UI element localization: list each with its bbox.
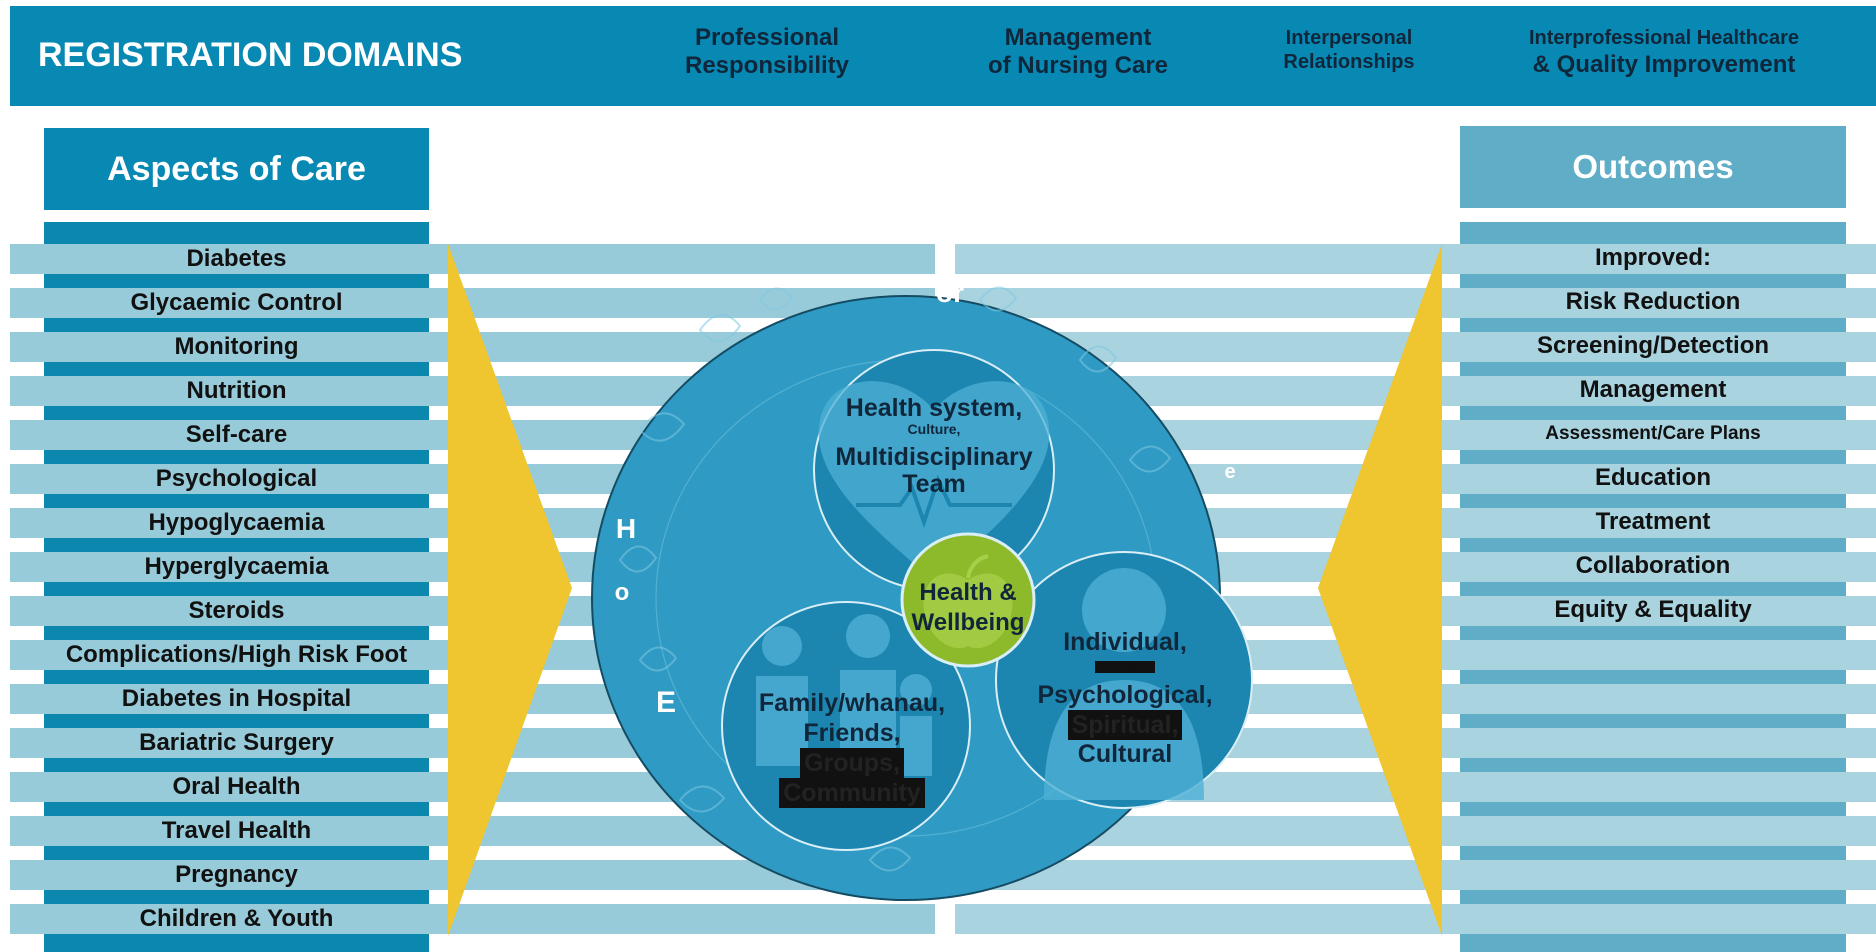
page-title: REGISTRATION DOMAINS	[38, 36, 463, 74]
circle-line: Health system,	[845, 394, 1023, 422]
apple-stem-icon	[966, 554, 989, 579]
domain-line: Management	[1004, 24, 1152, 51]
heart-icon	[818, 381, 1050, 580]
ring-letter-e: E	[656, 686, 676, 719]
list-item: Oral Health	[172, 773, 301, 800]
domain-line: Interpersonal	[1285, 27, 1413, 49]
circle-line-small: Biological	[1095, 661, 1155, 673]
list-item: Improved:	[1594, 244, 1711, 271]
list-item: Education	[1594, 464, 1711, 491]
list-item: Glycaemic Control	[130, 289, 343, 316]
domain-interpersonal-relationships: Interpersonal Relationships	[1264, 27, 1434, 74]
ring-letter-h: H	[616, 513, 636, 544]
apple-icon	[923, 573, 1013, 649]
family-text: Family/whanau, Friends, Groups, Communit…	[740, 688, 964, 808]
list-item: Treatment	[1595, 508, 1711, 535]
list-item: Management	[1579, 376, 1727, 403]
list-item: Psychological	[155, 465, 318, 492]
list-item: Pregnancy	[175, 861, 298, 888]
domain-line: Interprofessional Healthcare	[1528, 27, 1800, 49]
domain-line: Responsibility	[684, 52, 850, 80]
aspects-of-care-heading: Aspects of Care	[44, 128, 429, 210]
domain-line: & Quality Improvement	[1532, 50, 1796, 78]
list-item: Children & Youth	[139, 905, 334, 932]
circle-line: Friends,	[803, 719, 901, 747]
circle-line: Psychological,	[1037, 681, 1213, 709]
circle-line-highlight: Community	[779, 778, 925, 808]
list-item: Diabetes	[186, 245, 287, 272]
left-column-footer	[44, 934, 429, 952]
list-item: Hyperglycaemia	[144, 553, 329, 580]
right-stripe	[955, 288, 1876, 318]
right-column-footer	[1460, 934, 1846, 952]
list-item: Bariatric Surgery	[139, 729, 334, 756]
domain-professional-responsibility: Professional Responsibility	[662, 24, 872, 81]
domain-line: Relationships	[1283, 50, 1415, 73]
circle-line-highlight: Groups,	[800, 748, 904, 778]
list-item: Travel Health	[161, 817, 312, 844]
left-arrow-shape	[448, 244, 572, 936]
domain-line: of Nursing Care	[987, 52, 1169, 80]
list-item: Nutrition	[186, 377, 287, 404]
domain-interprofessional-quality: Interprofessional Healthcare & Quality I…	[1514, 27, 1814, 79]
circle-line: Family/whanau,	[758, 689, 946, 717]
wellbeing-text: Health & Wellbeing	[888, 578, 1048, 638]
right-stripe	[955, 904, 1876, 934]
list-item: Diabetes in Hospital	[121, 685, 352, 712]
list-item: Screening/Detection	[1536, 332, 1770, 359]
list-item: Equity & Equality	[1554, 596, 1752, 623]
list-item: Monitoring	[174, 333, 299, 360]
circle-line: Wellbeing	[911, 609, 1025, 636]
list-item: Complications/High Risk Foot	[65, 641, 408, 668]
circle-line: Multidisciplinary	[835, 443, 1033, 471]
list-item: Assessment/Care Plans	[1545, 423, 1761, 444]
list-item: Risk Reduction	[1565, 288, 1741, 315]
list-item: Steroids	[188, 597, 285, 624]
circle-line: Health &	[919, 579, 1017, 606]
list-item: Self-care	[185, 421, 288, 448]
circle-line: Team	[902, 470, 966, 498]
health-system-text: Health system, Culture, Multidisciplinar…	[814, 394, 1054, 498]
right-stripe	[955, 244, 1876, 274]
individual-text: Individual, Biological Psychological, Sp…	[1020, 628, 1230, 768]
right-arrow-shape	[1318, 244, 1442, 936]
heartbeat-icon	[856, 474, 1012, 529]
list-item: Collaboration	[1575, 552, 1731, 579]
circle-line: Cultural	[1077, 740, 1173, 768]
left-stripe	[10, 244, 935, 274]
header-banner	[10, 6, 1876, 106]
circle-line: Individual,	[1063, 628, 1187, 656]
domain-management-nursing-care: Management of Nursing Care	[966, 24, 1190, 81]
circle-line-small: Culture,	[907, 421, 961, 437]
outcomes-heading: Outcomes	[1460, 126, 1846, 208]
ring-letter-o: o	[615, 579, 630, 606]
circle-line-highlight: Spiritual,	[1067, 710, 1183, 740]
domain-line: Professional	[694, 24, 840, 51]
right-stripe	[955, 860, 1876, 890]
ring-letter-e-right: e	[1224, 461, 1235, 483]
list-item: Hypoglycaemia	[148, 509, 325, 536]
ring-letters-top: or	[936, 277, 964, 308]
left-stripe	[10, 904, 935, 934]
